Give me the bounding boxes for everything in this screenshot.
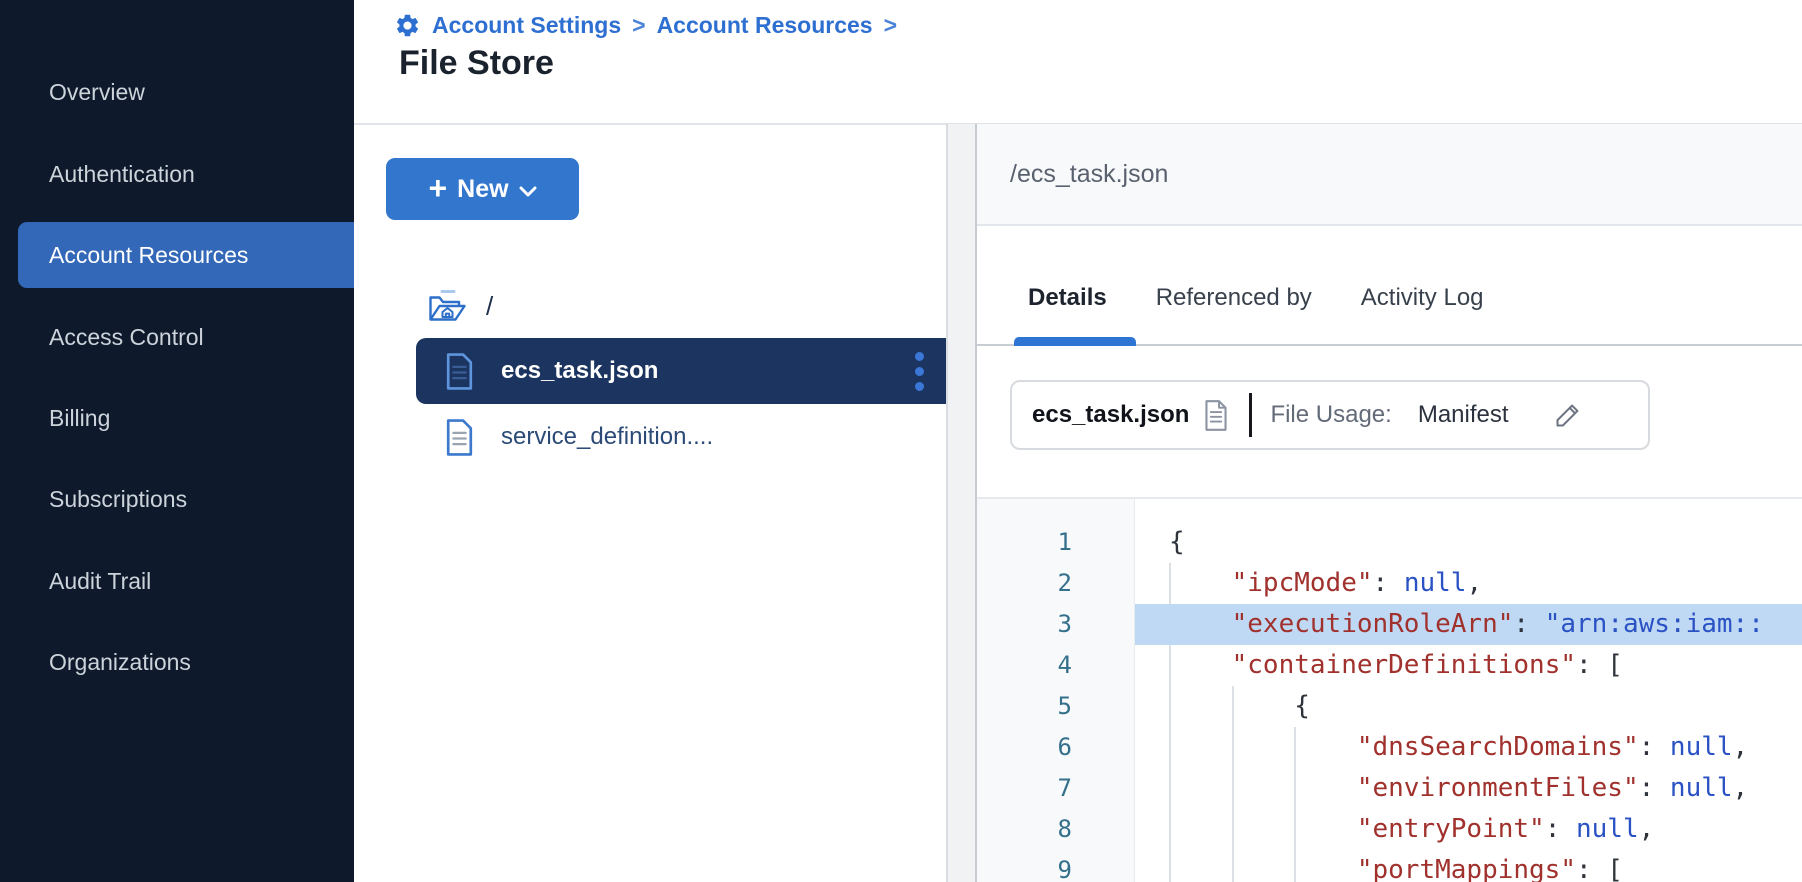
sidebar-item-label: Overview — [49, 78, 145, 105]
sidebar-item-billing[interactable]: Billing — [18, 385, 354, 451]
file-path-header: /ecs_task.json — [977, 124, 1802, 226]
line-number: 9 — [1057, 856, 1072, 882]
gear-icon — [394, 12, 421, 39]
sidebar-item-label: Organizations — [49, 648, 191, 675]
line-number: 7 — [1057, 774, 1072, 802]
document-icon — [444, 352, 475, 391]
root-folder-row[interactable]: / — [427, 283, 493, 329]
vertical-separator — [1249, 393, 1253, 437]
code-line-8[interactable]: 8 "entryPoint": null, — [977, 809, 1802, 850]
folder-home-icon — [427, 288, 467, 324]
new-file-button[interactable]: + New — [386, 158, 579, 220]
line-number: 1 — [1057, 528, 1072, 556]
indent-guide — [1294, 727, 1296, 882]
line-number-gutter — [977, 499, 1135, 882]
file-info-card: ecs_task.json File Usage: Manifest — [1010, 380, 1650, 450]
file-usage-value: Manifest — [1417, 401, 1509, 428]
sidebar-item-label: Access Control — [49, 323, 204, 350]
code-text: { — [1169, 527, 1185, 557]
sidebar-item-authentication[interactable]: Authentication — [18, 141, 354, 207]
indent-guide — [1232, 686, 1234, 882]
kebab-menu-icon[interactable] — [911, 348, 928, 395]
code-text: "executionRoleArn": "arn:aws:iam:: — [1135, 604, 1802, 645]
breadcrumb-separator: > — [632, 11, 646, 38]
tab-activity-log[interactable]: Activity Log — [1360, 284, 1484, 311]
code-line-4[interactable]: 4 "containerDefinitions": [ — [977, 645, 1802, 686]
root-folder-label: / — [486, 290, 494, 321]
code-line-7[interactable]: 7 "environmentFiles": null, — [977, 768, 1802, 809]
plus-icon: + — [428, 169, 448, 206]
line-number: 5 — [1057, 692, 1072, 720]
sidebar-item-label: Account Resources — [49, 241, 249, 268]
code-line-6[interactable]: 6 "dnsSearchDomains": null, — [977, 727, 1802, 768]
file-usage-label: File Usage: — [1270, 401, 1392, 428]
code-text: "portMappings": [ — [1356, 855, 1623, 882]
sidebar-item-account-resources[interactable]: Account Resources — [18, 222, 354, 288]
indent-guide — [1169, 563, 1171, 882]
sidebar-item-label: Audit Trail — [49, 567, 152, 594]
line-number: 4 — [1057, 651, 1072, 679]
card-file-name: ecs_task.json — [1032, 401, 1190, 428]
file-path: /ecs_task.json — [1010, 159, 1169, 188]
tab-details[interactable]: Details — [1028, 284, 1107, 311]
line-number: 3 — [1057, 610, 1072, 638]
sidebar: Overview Authentication Account Resource… — [0, 0, 354, 882]
code-text: "entryPoint": null, — [1356, 814, 1655, 844]
sidebar-item-label: Billing — [49, 404, 111, 431]
breadcrumb-link-account-settings[interactable]: Account Settings — [432, 11, 622, 38]
code-text: "dnsSearchDomains": null, — [1356, 732, 1749, 762]
line-number: 6 — [1057, 733, 1072, 761]
document-icon — [444, 418, 475, 457]
file-name: ecs_task.json — [501, 357, 659, 384]
code-viewer: 1{2 "ipcMode": null,3 "executionRoleArn"… — [977, 497, 1802, 882]
code-text: "environmentFiles": null, — [1356, 773, 1749, 803]
document-icon — [1203, 399, 1229, 432]
code-text: "ipcMode": null, — [1231, 568, 1483, 598]
sidebar-item-overview[interactable]: Overview — [18, 59, 354, 125]
active-tab-underline — [1014, 337, 1136, 346]
file-row-ecs-task[interactable]: ecs_task.json — [416, 338, 946, 404]
line-number: 8 — [1057, 815, 1072, 843]
breadcrumb-separator: > — [883, 11, 898, 38]
breadcrumb: Account Settings > Account Resources > — [394, 6, 897, 44]
page-title: File Store — [399, 44, 554, 82]
sidebar-item-subscriptions[interactable]: Subscriptions — [18, 466, 354, 532]
code-line-9[interactable]: 9 "portMappings": [ — [977, 850, 1802, 882]
edit-pencil-icon[interactable] — [1553, 400, 1583, 430]
code-line-2[interactable]: 2 "ipcMode": null, — [977, 563, 1802, 604]
code-text: "containerDefinitions": [ — [1231, 650, 1623, 680]
code-line-1[interactable]: 1{ — [977, 522, 1802, 563]
tab-bar: Details Referenced by Activity Log — [977, 226, 1802, 346]
detail-panel: /ecs_task.json Details Referenced by Act… — [977, 124, 1802, 882]
sidebar-item-label: Authentication — [49, 160, 195, 187]
breadcrumb-link-account-resources[interactable]: Account Resources — [656, 11, 873, 38]
sidebar-item-audit-trail[interactable]: Audit Trail — [18, 548, 354, 614]
tab-referenced-by[interactable]: Referenced by — [1155, 284, 1312, 311]
chevron-down-icon — [519, 186, 537, 197]
new-button-label: New — [457, 174, 509, 203]
panel-divider-gutter[interactable] — [946, 124, 977, 882]
code-text: { — [1294, 691, 1310, 721]
line-number: 2 — [1057, 569, 1072, 597]
file-row-service-definition[interactable]: service_definition.... — [416, 404, 946, 470]
file-name: service_definition.... — [501, 423, 714, 450]
code-line-3[interactable]: 3 "executionRoleArn": "arn:aws:iam:: — [977, 604, 1802, 645]
code-lines: 1{2 "ipcMode": null,3 "executionRoleArn"… — [977, 522, 1802, 882]
code-line-5[interactable]: 5 { — [977, 686, 1802, 727]
sidebar-item-label: Subscriptions — [49, 485, 188, 512]
sidebar-item-access-control[interactable]: Access Control — [18, 304, 354, 370]
sidebar-item-organizations[interactable]: Organizations — [18, 629, 354, 695]
